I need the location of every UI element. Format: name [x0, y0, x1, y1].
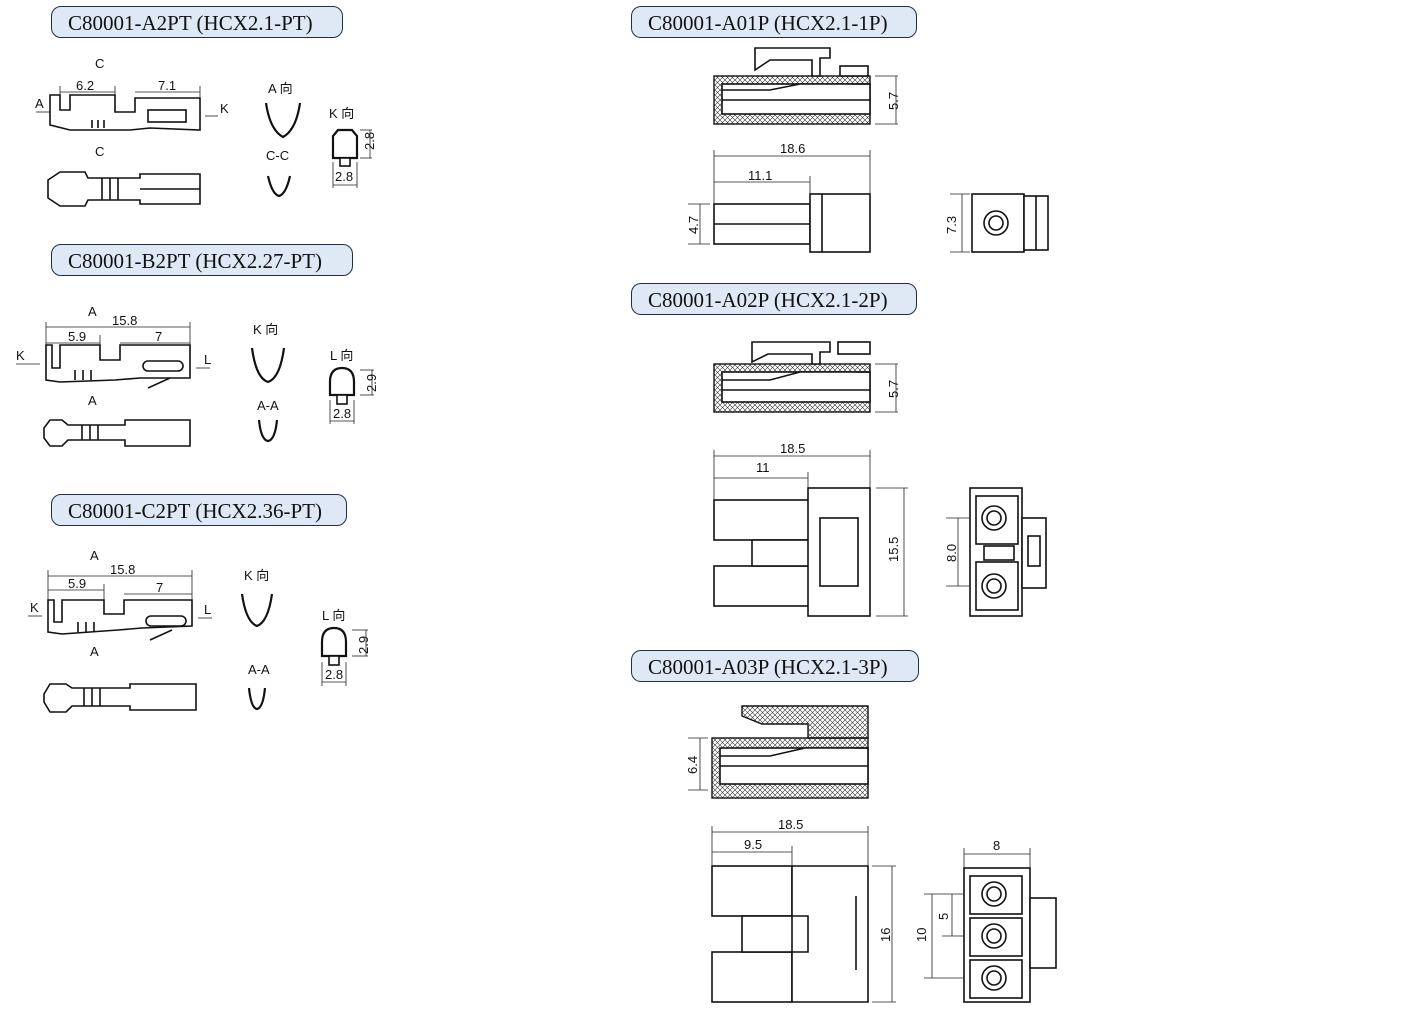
section-a-bottom-c: A	[90, 644, 99, 659]
label-a-dir: A 向	[268, 81, 293, 96]
view-k: K	[220, 101, 229, 116]
dim-c2pt-2: 5.9	[68, 576, 86, 591]
dim-a02p-len2: 11	[756, 460, 770, 475]
title-a02p: C80001-A02P (HCX2.1-2P)	[631, 283, 917, 315]
dim-a2pt-2: 7.1	[158, 78, 176, 93]
dim-a01p-len: 18.6	[780, 141, 805, 156]
terminal-a2pt: 6.2 7.1 C C A K A 向 C-C K 向 2.8 2.8	[35, 56, 377, 207]
view-a: A	[35, 96, 44, 111]
dim-a03p-len: 18.5	[778, 817, 803, 832]
label-k-dir-c: K 向	[244, 568, 269, 583]
dim-a03p-endh: 10	[914, 928, 929, 942]
label-cc: C-C	[266, 148, 289, 163]
label-k-dir: K 向	[329, 106, 354, 121]
dim-a01p-len2: 11.1	[748, 168, 772, 183]
dim-a03p-side: 16	[878, 928, 893, 942]
dim-a03p-endw: 8	[993, 838, 1000, 853]
title-a01p: C80001-A01P (HCX2.1-1P)	[631, 6, 917, 38]
terminal-b2pt: 15.8 5.9 7 A A K L K 向 A-A L 向 2.9 2.8	[16, 304, 379, 447]
view-l-c: L	[204, 602, 211, 617]
dim-a2pt-h: 2.8	[362, 132, 377, 150]
dim-a01p-end: 7.3	[944, 216, 959, 234]
view-k-c: K	[30, 600, 39, 615]
dim-a2pt-w: 2.8	[335, 169, 353, 184]
dim-a03p-h: 6.4	[685, 756, 700, 774]
section-c-bottom: C	[95, 144, 104, 159]
label-k-dir-b: K 向	[253, 322, 278, 337]
view-k-b: K	[16, 348, 25, 363]
dim-b2pt-w: 2.8	[333, 406, 351, 421]
label-aa-c: A-A	[248, 662, 270, 677]
dim-b2pt-2: 5.9	[68, 329, 86, 344]
dim-a2pt-1: 6.2	[76, 78, 94, 93]
housing-a02p: 5.7 18.5 11 15.5 8.0	[713, 341, 1047, 617]
label-l-dir-c: L 向	[322, 608, 345, 623]
housing-a03p: 6.4 18.5 9.5 16 8 5 10	[685, 705, 1057, 1003]
section-c-top: C	[95, 56, 104, 71]
dim-a01p-side: 4.7	[686, 216, 701, 234]
label-aa-b: A-A	[257, 398, 279, 413]
section-a-bottom: A	[88, 393, 97, 408]
section-a-top: A	[88, 304, 97, 319]
dim-c2pt-w: 2.8	[325, 667, 343, 682]
dim-a03p-pitch: 5	[936, 913, 951, 920]
dim-a03p-len2: 9.5	[744, 837, 762, 852]
dim-c2pt-3: 7	[156, 580, 163, 595]
dim-a02p-end: 8.0	[944, 544, 959, 562]
label-l-dir-b: L 向	[330, 348, 353, 363]
dim-a02p-h: 5.7	[886, 380, 901, 398]
title-a03p: C80001-A03P (HCX2.1-3P)	[631, 650, 919, 682]
dim-b2pt-1: 15.8	[112, 313, 137, 328]
housing-a01p: 5.7 18.6 11.1 4.7 7.3	[686, 47, 1049, 253]
title-b2pt: C80001-B2PT (HCX2.27-PT)	[51, 244, 353, 276]
dim-c2pt-1: 15.8	[110, 562, 135, 577]
dim-a01p-h: 5.7	[886, 92, 901, 110]
dim-b2pt-3: 7	[155, 329, 162, 344]
terminal-c2pt: 15.8 5.9 7 A A K L K 向 A-A L 向 2.9 2.8	[28, 548, 371, 713]
section-a-top-c: A	[90, 548, 99, 563]
title-a2pt: C80001-A2PT (HCX2.1-PT)	[51, 6, 343, 38]
view-l-b: L	[204, 352, 211, 367]
dim-b2pt-h: 2.9	[364, 374, 379, 392]
title-c2pt: C80001-C2PT (HCX2.36-PT)	[51, 494, 347, 526]
dim-a02p-side: 15.5	[886, 537, 901, 562]
dim-a02p-len: 18.5	[780, 441, 805, 456]
dim-c2pt-h: 2.9	[356, 636, 371, 654]
